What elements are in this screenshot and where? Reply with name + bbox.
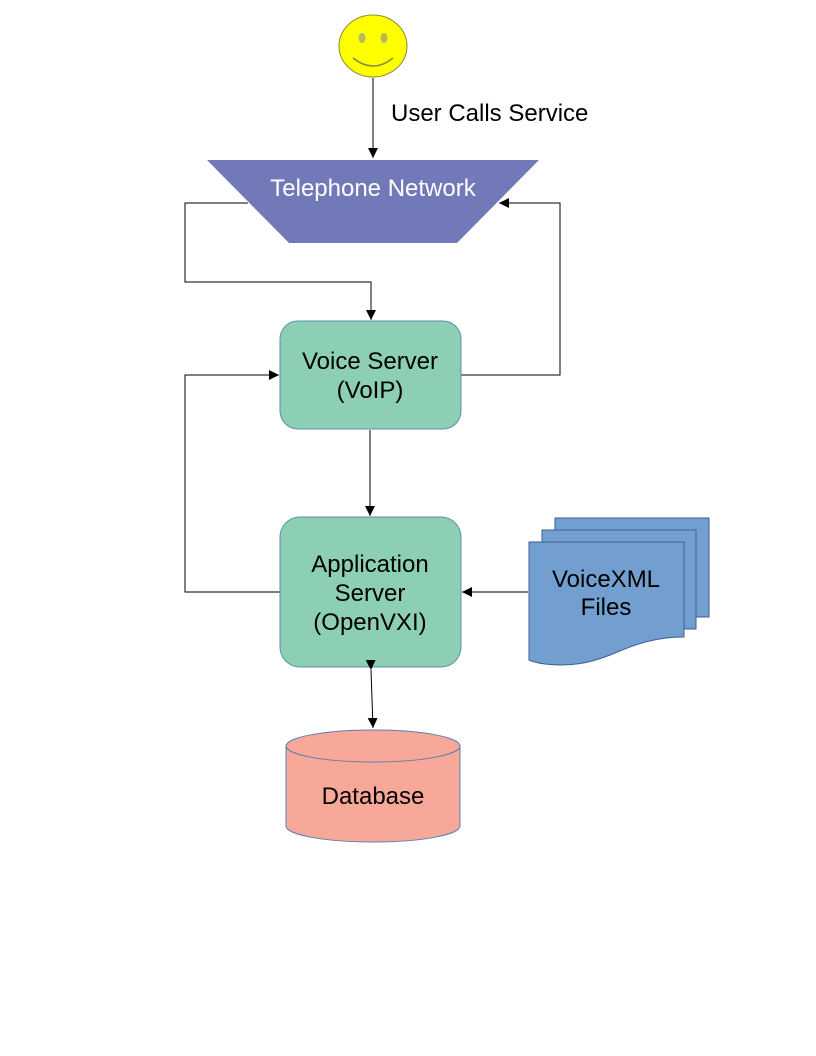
database-top	[285, 729, 461, 763]
database-label: Database	[322, 783, 425, 810]
application-server-label-3: (OpenVXI)	[313, 609, 426, 636]
network-to-voice-server-arrow	[184, 202, 376, 320]
smiley-right-eye	[380, 33, 388, 43]
database-node: Database	[285, 729, 461, 843]
smiley-face-icon	[338, 14, 408, 78]
telephone-network-label: Telephone Network	[270, 175, 476, 202]
voicexml-files-label-1: VoiceXML	[552, 566, 660, 593]
voice-server-sublabel: (VoIP)	[337, 377, 404, 404]
voice-server-box	[279, 320, 462, 430]
application-server-label-2: Server	[335, 580, 406, 607]
database-body	[285, 746, 461, 843]
voice-server-label: Voice Server	[302, 348, 438, 375]
application-to-voice-server-arrow	[184, 370, 280, 593]
telephone-network-shape	[207, 160, 539, 243]
telephone-network-node: Telephone Network	[207, 160, 539, 243]
voice-server-to-network-arrow	[461, 198, 561, 376]
voicexml-files-label-2: Files	[581, 594, 632, 621]
application-database-arrow	[365, 659, 378, 729]
application-server-label-1: Application	[311, 551, 428, 578]
application-server-node: Application Server (OpenVXI)	[279, 516, 462, 668]
voicexml-files-node: VoiceXML Files	[528, 517, 710, 666]
voicexml-doc-front	[528, 541, 685, 666]
user-calls-service-label: User Calls Service	[391, 100, 588, 127]
voice-server-node: Voice Server (VoIP)	[279, 320, 462, 430]
smiley-mouth	[352, 57, 394, 67]
smiley-face	[338, 14, 408, 78]
smiley-left-eye	[358, 33, 366, 43]
